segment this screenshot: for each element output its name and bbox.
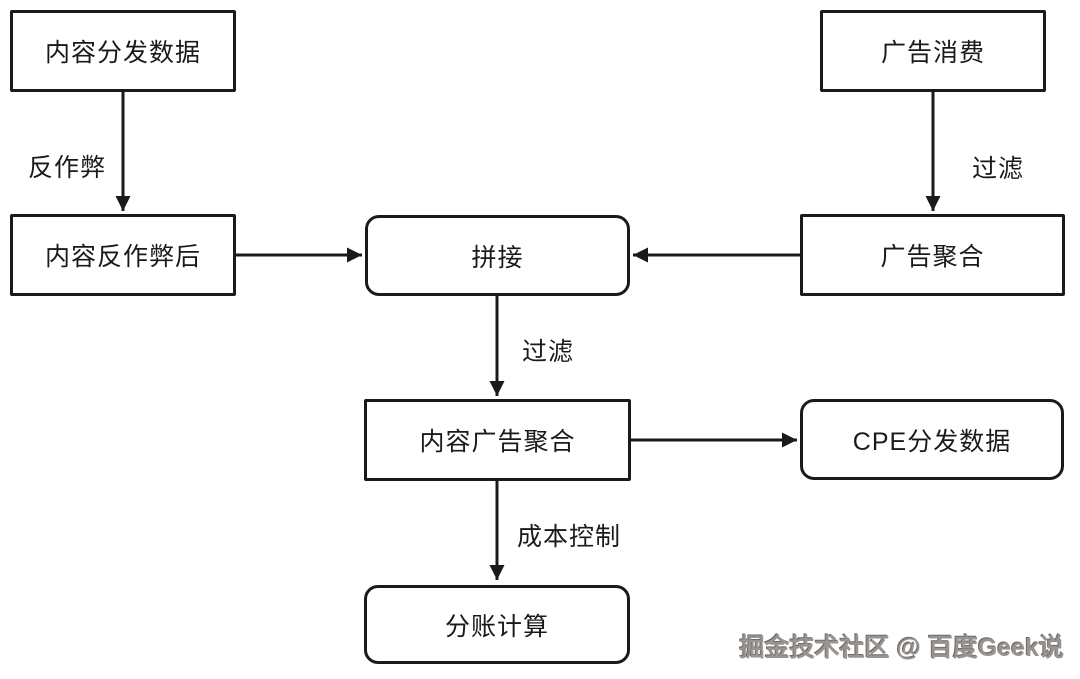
edge-label-filter-top: 过滤	[972, 155, 1025, 183]
node-content-ad-aggregation: 内容广告聚合	[364, 399, 631, 481]
node-ad-consumption: 广告消费	[820, 10, 1046, 92]
node-content-dist-data: 内容分发数据	[10, 10, 236, 92]
edge-label-antifraud: 反作弊	[28, 154, 107, 182]
edge-label-cost-control: 成本控制	[517, 523, 622, 551]
watermark-text: 掘金技术社区 @ 百度Geek说	[739, 634, 1064, 662]
node-splice: 拼接	[365, 215, 630, 296]
node-cpe-dist-data: CPE分发数据	[800, 399, 1064, 480]
edge-label-filter-mid: 过滤	[522, 338, 575, 366]
node-content-after-antifraud: 内容反作弊后	[10, 214, 236, 296]
node-ad-aggregation: 广告聚合	[800, 214, 1065, 296]
node-revenue-split-calc: 分账计算	[364, 585, 630, 664]
